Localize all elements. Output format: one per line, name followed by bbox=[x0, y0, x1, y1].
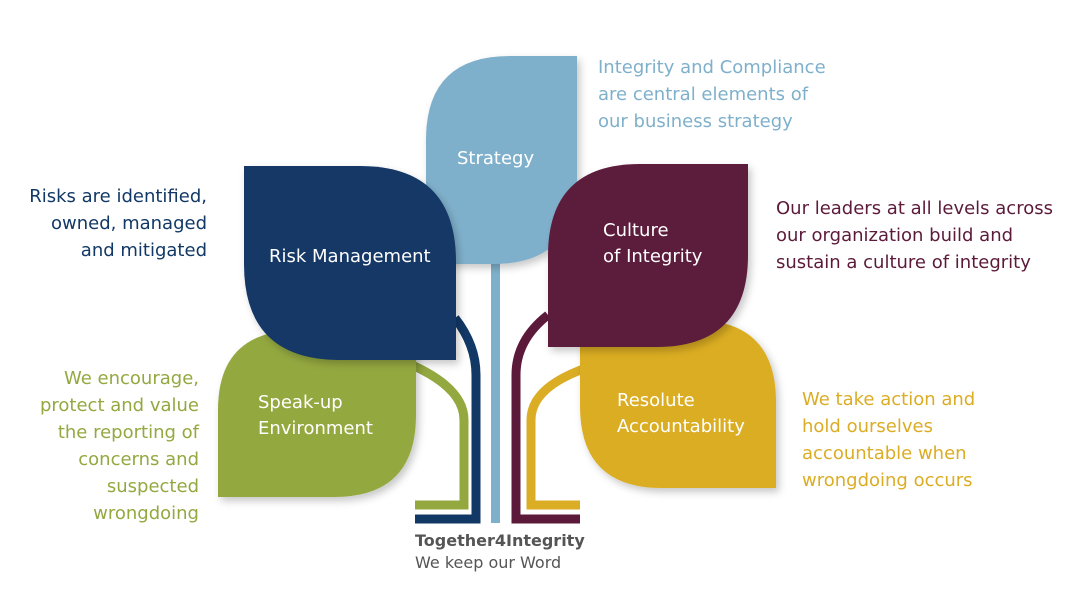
description-line: We encourage, bbox=[64, 368, 199, 389]
description-line: our business strategy bbox=[598, 111, 793, 132]
speakup-label: Speak-up Environment bbox=[258, 390, 373, 442]
description-line: our organization build and bbox=[776, 225, 1014, 246]
resolute-label-line: Resolute bbox=[617, 390, 695, 411]
description-line: Risks are identified, bbox=[29, 186, 207, 207]
description-line: suspected bbox=[106, 476, 199, 497]
description-line: are central elements of bbox=[598, 84, 809, 105]
speakup-label-line: Speak-up bbox=[258, 392, 343, 413]
strategy-description: Integrity and Compliance are central ele… bbox=[598, 54, 826, 135]
risk-label-line: Risk Management bbox=[269, 246, 431, 267]
risk-label: Risk Management bbox=[269, 244, 431, 270]
description-line: sustain a culture of integrity bbox=[776, 252, 1031, 273]
strategy-stem bbox=[491, 255, 500, 523]
description-line: protect and value bbox=[39, 395, 199, 416]
risk-description: Risks are identified, owned, managed and… bbox=[29, 183, 207, 264]
culture-leaf bbox=[548, 164, 748, 347]
description-line: wrongdoing occurs bbox=[802, 470, 973, 491]
description-line: wrongdoing bbox=[93, 503, 199, 524]
strategy-label: Strategy bbox=[457, 146, 534, 172]
speakup-label-line: Environment bbox=[258, 418, 373, 439]
risk-stem bbox=[415, 315, 481, 524]
risk-leaf bbox=[244, 166, 456, 360]
resolute-label: Resolute Accountability bbox=[617, 388, 745, 440]
culture-label-line: of Integrity bbox=[603, 246, 703, 267]
culture-label: Culture of Integrity bbox=[603, 218, 702, 270]
description-line: the reporting of bbox=[57, 422, 199, 443]
strategy-label-line: Strategy bbox=[457, 148, 535, 169]
description-line: owned, managed bbox=[50, 213, 207, 234]
tagline-title: Together4Integrity bbox=[415, 531, 585, 550]
culture-label-line: Culture bbox=[603, 220, 669, 241]
resolute-label-line: Accountability bbox=[617, 416, 745, 437]
tagline: Together4Integrity We keep our Word bbox=[415, 530, 585, 574]
description-line: Integrity and Compliance bbox=[598, 57, 826, 78]
resolute-description: We take action and hold ourselves accoun… bbox=[802, 386, 975, 494]
speakup-description: We encourage, protect and value the repo… bbox=[40, 365, 199, 527]
tagline-subtitle: We keep our Word bbox=[415, 553, 562, 572]
strategy-leaf bbox=[426, 56, 577, 264]
culture-stem bbox=[511, 311, 580, 524]
description-line: accountable when bbox=[802, 443, 967, 464]
description-line: concerns and bbox=[78, 449, 199, 470]
speakup-leaf bbox=[218, 330, 416, 497]
description-line: We take action and bbox=[802, 389, 976, 410]
description-line: and mitigated bbox=[80, 240, 207, 261]
description-line: Our leaders at all levels across bbox=[776, 198, 1053, 219]
description-line: hold ourselves bbox=[802, 416, 933, 437]
resolute-stem bbox=[526, 360, 597, 510]
culture-description: Our leaders at all levels across our org… bbox=[776, 195, 1053, 276]
resolute-leaf bbox=[580, 320, 776, 488]
